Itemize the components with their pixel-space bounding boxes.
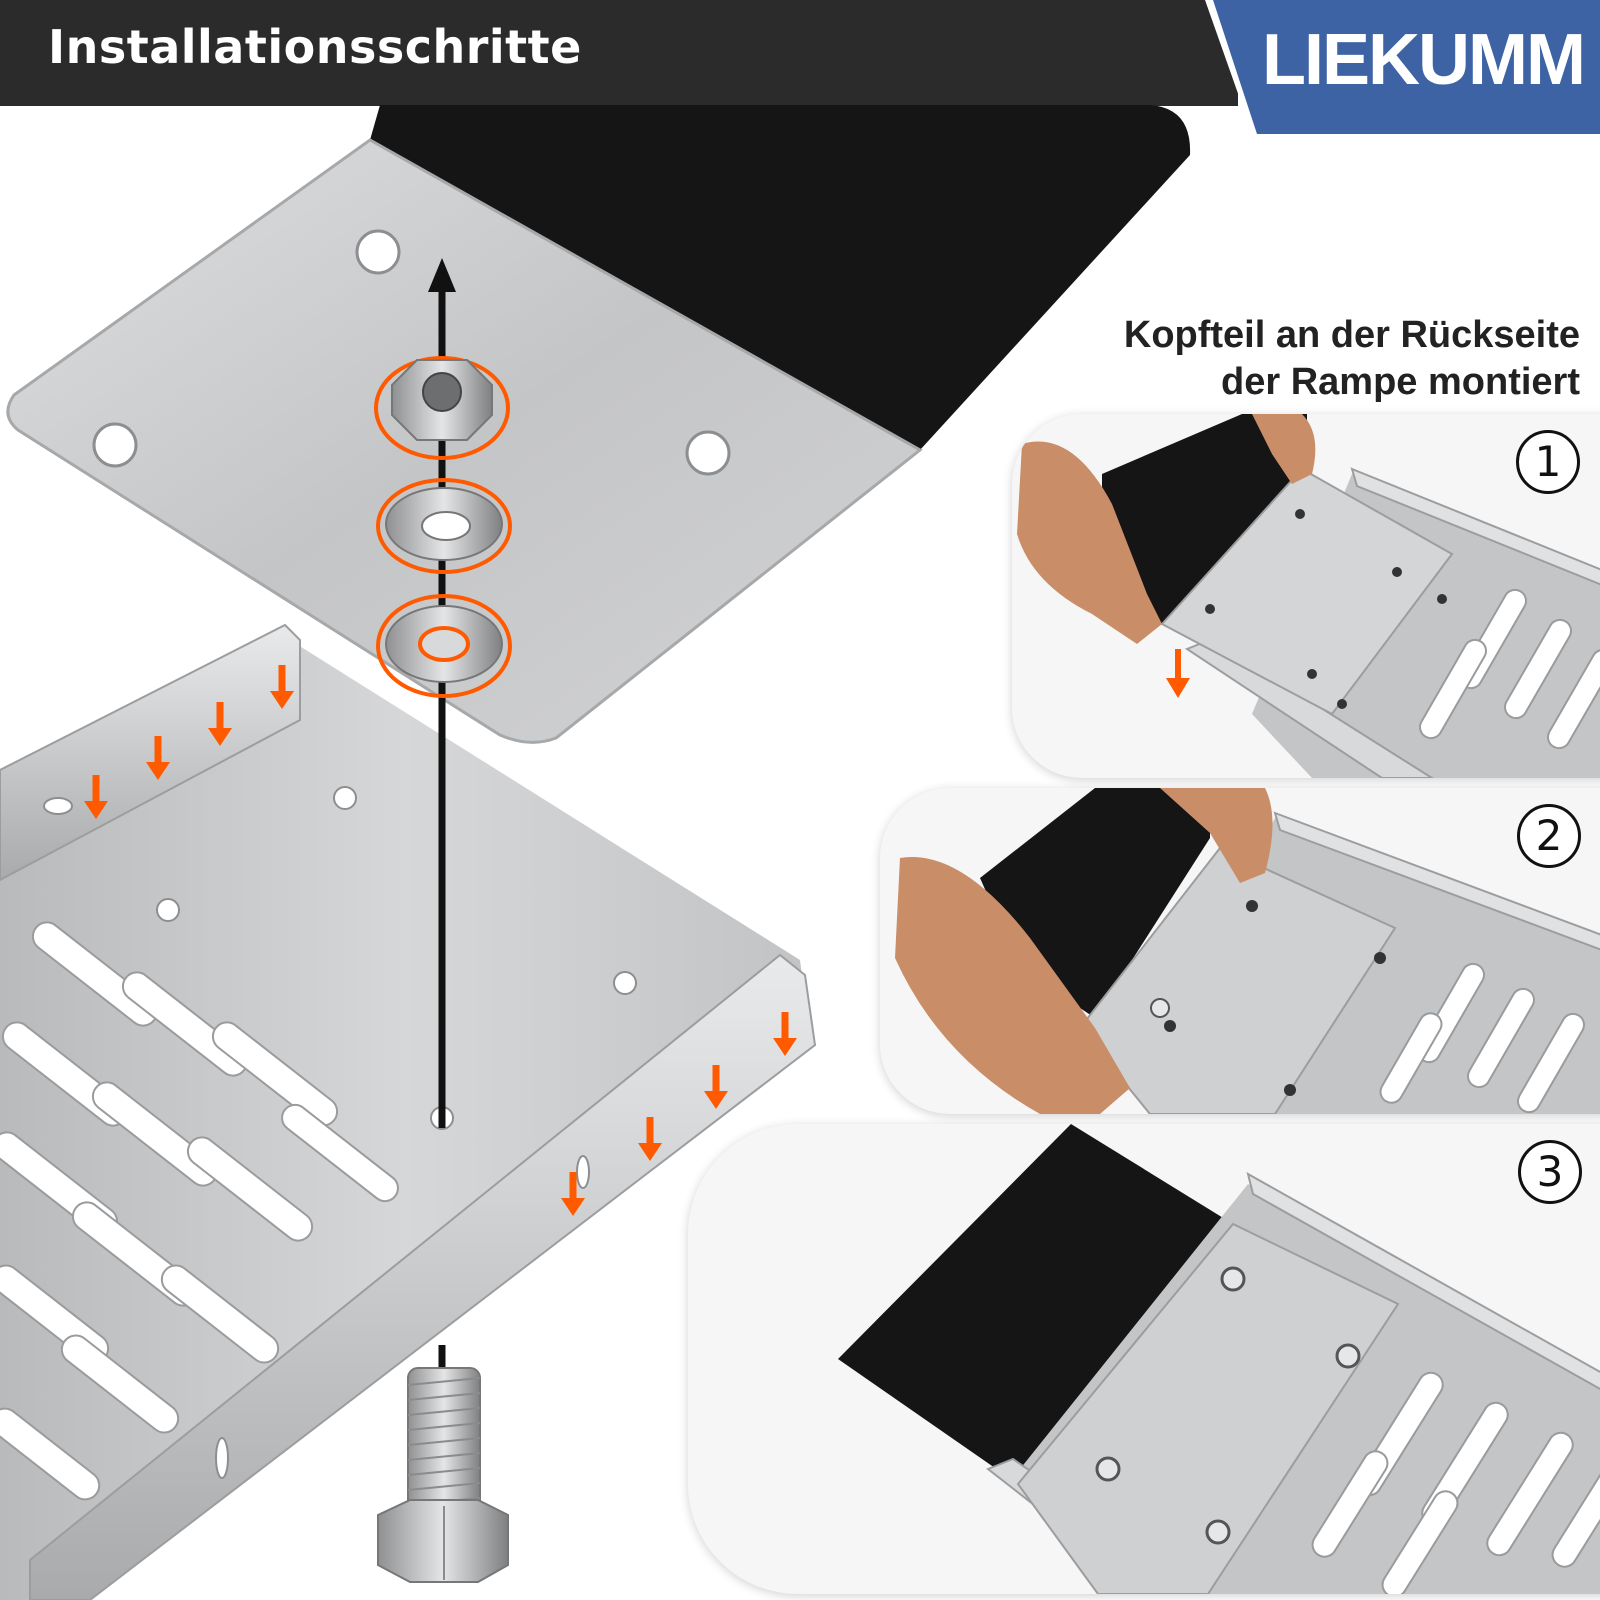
step-number-2: 2 <box>1517 804 1581 868</box>
step-number-1: 1 <box>1516 430 1580 494</box>
plate-hole <box>685 430 731 476</box>
step-panel-2: 2 <box>880 788 1600 1114</box>
hex-bolt <box>377 1367 509 1583</box>
brand-logo: LIEKUMM <box>1262 20 1586 100</box>
head-plate <box>6 138 923 744</box>
header-bar <box>0 0 1238 106</box>
arrow-down-icon <box>1166 649 1190 698</box>
step-3-photo <box>838 1124 1600 1594</box>
step-1-photo <box>1017 414 1600 778</box>
caption-line-1: Kopfteil an der Rückseite <box>1123 314 1580 356</box>
step-panel-1: 1 <box>1012 414 1600 778</box>
plate-hole <box>92 422 138 468</box>
caption: Kopfteil an der Rückseite der Rampe mont… <box>1124 312 1580 406</box>
arrow-down-icon <box>84 665 797 1216</box>
step-2-photo <box>895 788 1600 1114</box>
brand-badge <box>1205 0 1600 136</box>
spring-washer <box>376 478 512 574</box>
hex-nut <box>374 356 510 460</box>
flat-washer <box>376 594 512 698</box>
rubber-flap <box>370 105 1191 450</box>
step-panel-3: 3 <box>688 1124 1600 1594</box>
caption-line-2: der Rampe montiert <box>1221 361 1580 403</box>
step-number-3: 3 <box>1518 1140 1582 1204</box>
header-title: Installationsschritte <box>48 20 582 74</box>
ramp-body <box>0 623 817 1600</box>
plate-hole <box>355 229 401 275</box>
